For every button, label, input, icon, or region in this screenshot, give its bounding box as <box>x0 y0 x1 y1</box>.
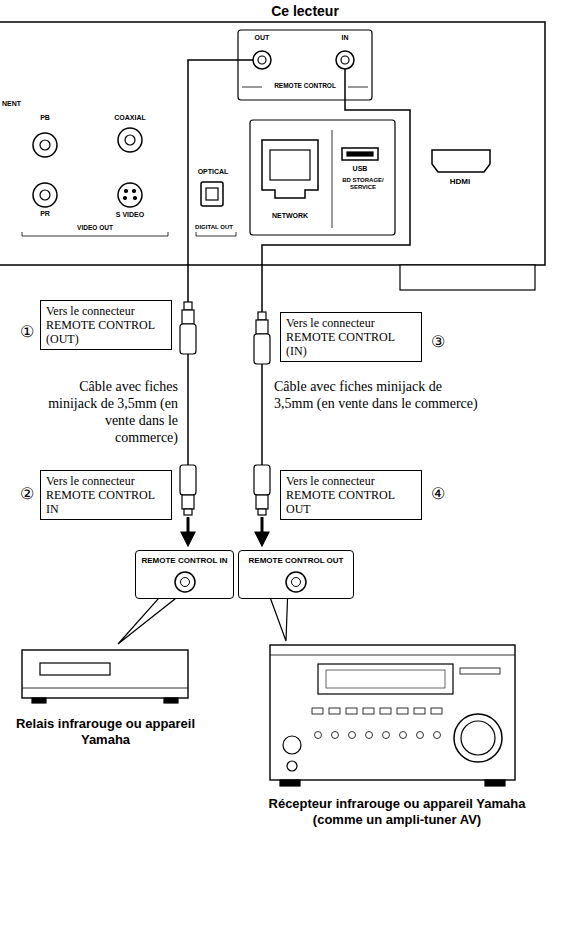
jack-symbol <box>173 570 197 594</box>
jack-label: S VIDEO <box>100 211 160 219</box>
receiver-knob <box>383 732 390 739</box>
receiver-button <box>363 708 374 714</box>
jack-label: COAXIAL <box>105 114 155 122</box>
receiver-button <box>329 708 340 714</box>
usb-port <box>342 148 378 160</box>
box-text: REMOTE CONTROL IN <box>139 556 230 566</box>
jack-in <box>336 51 354 69</box>
bubble-tail <box>270 596 288 641</box>
av-receiver <box>270 645 515 786</box>
receiver-knob <box>417 732 424 739</box>
receiver-button <box>414 708 425 714</box>
group-label: DIGITAL OUT <box>192 224 236 231</box>
coaxial-jack <box>118 128 142 152</box>
minijack-cable <box>254 312 270 546</box>
network-port <box>262 140 318 198</box>
jack-symbol <box>284 570 308 594</box>
jack-label: PR <box>30 210 60 218</box>
s-video-jack <box>118 183 142 207</box>
panel-label: REMOTE CONTROL <box>265 82 345 90</box>
receiver-knob <box>400 732 407 739</box>
jack-label: OUT <box>247 34 277 42</box>
receiver-knob <box>434 732 441 739</box>
component-jack <box>33 133 57 157</box>
cable-note: Câble avec fiches minijack de 3,5mm (en … <box>274 378 479 412</box>
remote-jack-frame <box>238 30 372 100</box>
player-panel <box>0 22 545 265</box>
cable-note: Câble avec fiches minijack de 3,5mm (en … <box>40 378 178 446</box>
device-caption: Récepteur infrarouge ou appareil Yamaha … <box>262 796 532 828</box>
callout-box: Vers le connecteur REMOTE CONTROL OUT <box>280 470 422 520</box>
network-usb-frame <box>250 120 395 235</box>
connector-bubble: REMOTE CONTROL IN <box>135 550 234 599</box>
optical-jack <box>201 182 223 206</box>
callout-number: ① <box>16 322 38 341</box>
bubble-tail <box>118 596 179 644</box>
title: Ce lecteur <box>230 3 380 19</box>
jack-label: OPTICAL <box>193 168 233 176</box>
receiver-knob <box>349 732 356 739</box>
component-jack <box>33 183 57 207</box>
panel-label: NENT <box>2 100 42 108</box>
player-stand <box>400 265 535 290</box>
jack-out <box>253 51 271 69</box>
receiver-knob <box>315 732 322 739</box>
connector-bubble: REMOTE CONTROL OUT <box>238 550 354 599</box>
callout-box: Vers le connecteur REMOTE CONTROL (IN) <box>280 312 422 362</box>
panel-label: BD STORAGE/ SERVICE <box>334 177 392 191</box>
panel-label: NETWORK <box>255 212 325 220</box>
receiver-button <box>346 708 357 714</box>
box-text: Vers le connecteur REMOTE CONTROL IN <box>46 474 166 516</box>
receiver-button <box>397 708 408 714</box>
box-text: Vers le connecteur REMOTE CONTROL OUT <box>286 474 416 516</box>
box-text: REMOTE CONTROL OUT <box>242 556 350 566</box>
callout-box: Vers le connecteur REMOTE CONTROL (OUT) <box>40 300 172 350</box>
jack-label: PB <box>30 114 60 122</box>
device-caption: Relais infrarouge ou appareil Yamaha <box>8 716 203 748</box>
receiver-button <box>431 708 442 714</box>
receiver-knob <box>332 732 339 739</box>
wire <box>188 60 253 302</box>
minijack-cable <box>180 302 196 546</box>
panel-label: HDMI <box>435 177 485 187</box>
receiver-knob <box>366 732 373 739</box>
box-text: Vers le connecteur REMOTE CONTROL (OUT) <box>46 304 166 346</box>
box-text: Vers le connecteur REMOTE CONTROL (IN) <box>286 316 416 358</box>
panel-label: USB <box>340 165 380 173</box>
hdmi-port <box>432 150 490 172</box>
receiver-button <box>312 708 323 714</box>
wire <box>262 69 410 312</box>
jack-label: IN <box>330 34 360 42</box>
receiver-button <box>380 708 391 714</box>
callout-number: ③ <box>427 332 449 351</box>
group-label: VIDEO OUT <box>55 224 135 232</box>
callout-box: Vers le connecteur REMOTE CONTROL IN <box>40 470 172 520</box>
callout-number: ④ <box>427 484 449 503</box>
callout-number: ② <box>16 484 38 503</box>
ir-repeater <box>22 650 188 703</box>
